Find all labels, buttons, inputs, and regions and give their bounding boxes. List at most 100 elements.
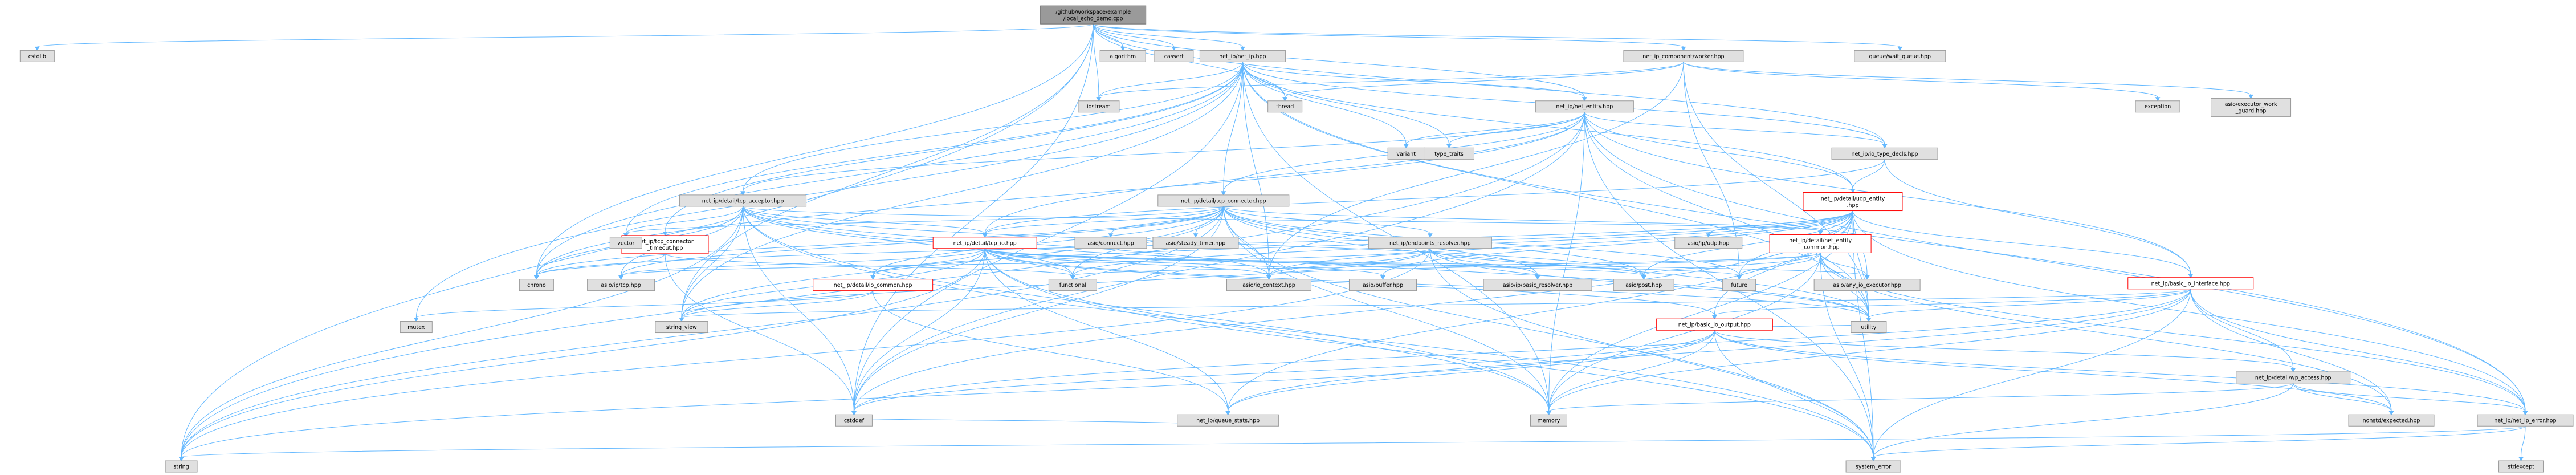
node-root[interactable]: /github/workspace/example/local_echo_dem… [1040, 5, 1147, 25]
node-system-error[interactable]: system_error [1845, 460, 1901, 473]
node-net-ip[interactable]: net_ip/net_ip.hpp [1199, 50, 1286, 62]
edge-net_ip_error-to-stdexcept [2518, 426, 2526, 461]
edge-basic_io_output-to-queue_stats [1225, 330, 1715, 416]
node-cstdlib[interactable]: cstdlib [19, 50, 55, 62]
edge-tcp_connector-to-string_view [679, 206, 1224, 322]
node-string[interactable]: string [165, 460, 198, 473]
node-steady-timer[interactable]: asio/steady_timer.hpp [1152, 237, 1239, 249]
node-label: net_ip/net_entity.hpp [1556, 104, 1613, 110]
node-mutex[interactable]: mutex [400, 321, 433, 334]
node-string-view[interactable]: string_view [655, 321, 708, 334]
edge-endpoints_resolver-to-asio_tcp [618, 248, 1430, 280]
node-tcp-io[interactable]: net_ip/detail/tcp_io.hpp [932, 237, 1037, 249]
node-label: asio/steady_timer.hpp [1166, 240, 1226, 246]
node-io-type-decls[interactable]: net_ip/io_type_decls.hpp [1831, 147, 1938, 160]
node-label: utility [1861, 324, 1876, 331]
node-exception[interactable]: exception [2135, 100, 2180, 113]
node-asio-buffer[interactable]: asio/buffer.hpp [1348, 279, 1417, 291]
node-stdexcept[interactable]: stdexcept [2498, 460, 2544, 473]
node-type-traits[interactable]: type_traits [1424, 147, 1475, 160]
edge-tcp_io-to-io_common [870, 248, 985, 280]
edge-tcp_io-to-asio_buffer [984, 248, 1385, 280]
edge-net_ip-to-tcp_conn_timeout [662, 62, 1243, 236]
node-label: exception [2145, 104, 2171, 110]
node-chrono[interactable]: chrono [519, 279, 554, 291]
node-wp-access[interactable]: net_ip/detail/wp_access.hpp [2236, 371, 2351, 384]
node-label: /local_echo_demo.cpp [1063, 15, 1123, 22]
node-iostream[interactable]: iostream [1078, 100, 1120, 113]
node-label: asio/ip/tcp.hpp [601, 282, 641, 289]
node-asio-connect[interactable]: asio/connect.hpp [1074, 237, 1147, 249]
node-label: .hpp [1847, 202, 1858, 209]
edge-net_entity_common-to-functional [1070, 252, 1821, 280]
node-algorithm[interactable]: algorithm [1099, 50, 1146, 62]
node-label: future [1731, 282, 1747, 289]
edge-tcp_io-to-queue_stats [984, 248, 1231, 416]
edge-basic_io_output-to-system_error [1714, 330, 1876, 461]
node-label: _timeout.hpp [647, 245, 683, 251]
edge-net_entity_common-to-memory [1546, 253, 1821, 416]
node-cstddef[interactable]: cstddef [835, 414, 873, 427]
edge-basic_io_output-to-string [178, 330, 1715, 461]
edge-basic_io_interface-to-basic_io_output [1711, 289, 2191, 320]
edge-net_ip-to-string_view [679, 62, 1243, 322]
node-io-context[interactable]: asio/io_context.hpp [1226, 279, 1312, 291]
node-worker[interactable]: net_ip_component/worker.hpp [1623, 50, 1744, 62]
node-label: asio/buffer.hpp [1363, 282, 1403, 289]
edge-net_entity-to-tcp_acceptor [740, 112, 1585, 196]
edge-basic_io_interface-to-cstddef [851, 289, 2191, 416]
node-wait-queue[interactable]: queue/wait_queue.hpp [1854, 50, 1946, 62]
node-exec-guard[interactable]: asio/executor_work_guard.hpp [2211, 98, 2292, 117]
edge-tcp_connector-to-vector [623, 206, 1224, 238]
node-net-ip-error[interactable]: net_ip/net_ip_error.hpp [2477, 414, 2574, 427]
node-label: nonstd/expected.hpp [2363, 418, 2420, 424]
node-basic-io-interface[interactable]: net_ip/basic_io_interface.hpp [2127, 277, 2254, 290]
node-nonstd-expected[interactable]: nonstd/expected.hpp [2348, 414, 2435, 427]
node-utility[interactable]: utility [1851, 321, 1887, 334]
node-label: net_ip/queue_stats.hpp [1196, 418, 1260, 424]
node-functional[interactable]: functional [1048, 279, 1097, 291]
edge-net_ip-to-net_entity [1242, 62, 1587, 102]
node-tcp-acceptor[interactable]: net_ip/detail/tcp_acceptor.hpp [679, 194, 807, 207]
node-label: algorithm [1110, 54, 1136, 60]
node-asio-post[interactable]: asio/post.hpp [1613, 279, 1674, 291]
node-label: net_ip/net_ip.hpp [1219, 54, 1266, 60]
edge-net_entity-to-cstddef [851, 112, 1585, 416]
node-io-common[interactable]: net_ip/detail/io_common.hpp [813, 279, 934, 291]
node-future[interactable]: future [1722, 279, 1756, 291]
edge-root-to-io_type_decls [1093, 24, 1888, 149]
node-endpoints-resolver[interactable]: net_ip/endpoints_resolver.hpp [1368, 237, 1492, 249]
edge-io_type_decls-to-udp_entity [1850, 159, 1885, 193]
node-variant[interactable]: variant [1387, 147, 1425, 160]
edge-net_entity-to-net_ip_error [1584, 112, 2528, 416]
edge-basic_io_interface-to-string_view [679, 289, 2191, 322]
node-label: iostream [1087, 104, 1111, 110]
node-vector[interactable]: vector [609, 237, 642, 249]
node-any-io-exec[interactable]: asio/any_io_executor.hpp [1813, 279, 1921, 291]
node-tcp-connector[interactable]: net_ip/detail/tcp_connector.hpp [1157, 194, 1290, 207]
node-net-entity-common[interactable]: net_ip/detail/net_entity_common.hpp [1769, 234, 1872, 253]
node-label: thread [1276, 104, 1294, 110]
node-cassert[interactable]: cassert [1154, 50, 1194, 62]
node-label: system_error [1856, 464, 1891, 470]
node-label: net_ip/detail/tcp_connector.hpp [1181, 198, 1266, 204]
node-net-entity[interactable]: net_ip/net_entity.hpp [1535, 100, 1634, 113]
node-thread[interactable]: thread [1267, 100, 1303, 113]
edge-net_ip-to-tcp_acceptor [740, 62, 1243, 196]
node-udp-entity[interactable]: net_ip/detail/udp_entity.hpp [1803, 192, 1903, 212]
node-label: cassert [1164, 54, 1184, 60]
edge-udp_entity-to-net_ip_error [1852, 210, 2528, 416]
node-asio-ip-udp[interactable]: asio/ip/udp.hpp [1674, 237, 1743, 249]
node-queue-stats[interactable]: net_ip/queue_stats.hpp [1177, 414, 1279, 427]
edge-net_entity_common-to-io_context [1266, 252, 1821, 280]
node-basic-resolver[interactable]: asio/ip/basic_resolver.hpp [1483, 279, 1592, 291]
node-label: net_ip/detail/tcp_io.hpp [953, 240, 1017, 246]
node-memory[interactable]: memory [1530, 414, 1567, 427]
edge-worker-to-exception [1683, 61, 2161, 102]
node-label: net_ip/detail/io_common.hpp [834, 282, 912, 289]
node-label: _common.hpp [1800, 245, 1839, 251]
edge-udp_entity-to-basic_io_interface [1852, 210, 2194, 278]
node-basic-io-output[interactable]: net_ip/basic_io_output.hpp [1656, 318, 1773, 331]
node-asio-tcp[interactable]: asio/ip/tcp.hpp [587, 279, 655, 291]
edge-basic_io_output-to-memory [1546, 330, 1715, 416]
